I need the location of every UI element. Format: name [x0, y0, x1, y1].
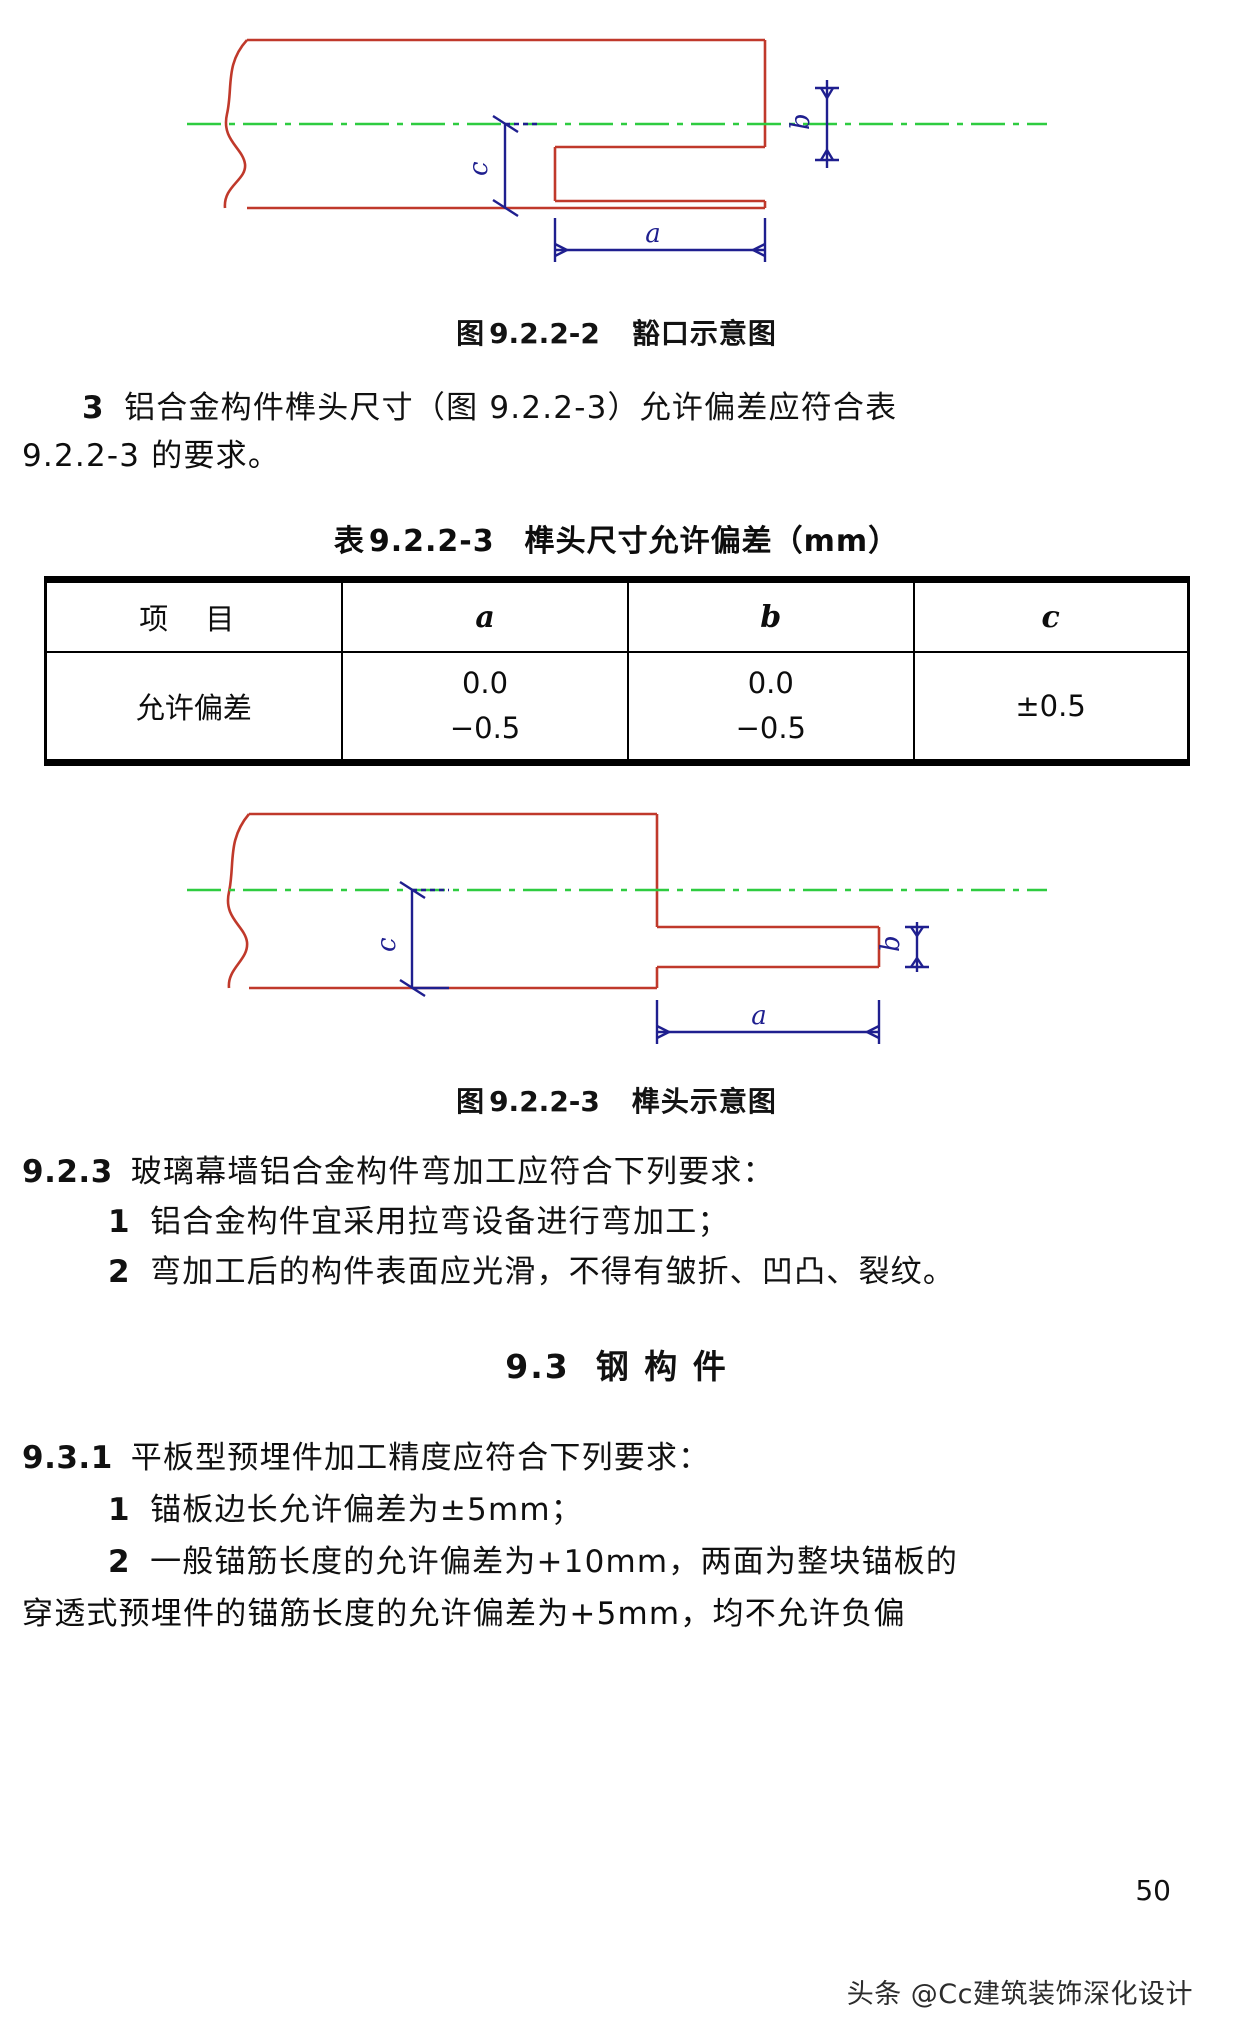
figure-caption-number: 9.2.2-2 [489, 317, 600, 350]
clause-9-2-3-item-1-number: 1 [108, 1204, 131, 1241]
clause-9-3-1-item-1-number: 1 [108, 1492, 131, 1529]
table-header-row: 项 目 a b c [43, 578, 1190, 654]
clause-9-2-3-item-1: 1 铝合金构件宜采用拉弯设备进行弯加工； [0, 1200, 1233, 1244]
dimension-b [904, 922, 929, 973]
figure-caption-prefix: 图 [456, 317, 486, 350]
table-header-item: 项 目 [43, 578, 344, 654]
row-value-b: 0.0 −0.5 [626, 651, 915, 764]
part-outline [226, 812, 880, 990]
clause-9-2-3-line: 9.2.3 玻璃幕墙铝合金构件弯加工应符合下列要求： [0, 1150, 1233, 1194]
row-value-b-lower: −0.5 [735, 711, 806, 746]
paragraph-3-block: 3 铝合金构件榫头尺寸（图 9.2.2-3）允许偏差应符合表 9.2.2-3 的… [0, 386, 1233, 478]
clause-9-3-1-item-2: 2 一般锚筋长度的允许偏差为+10mm，两面为整块锚板的 [0, 1540, 1233, 1584]
clause-9-2-3-text: 玻璃幕墙铝合金构件弯加工应符合下列要求： [130, 1154, 775, 1191]
clause-9-2-3-item-2-text: 弯加工后的构件表面应光滑，不得有皱折、凹凸、裂纹。 [150, 1254, 956, 1291]
section-9-3-title: 钢 构 件 [595, 1347, 728, 1387]
row-value-a-lower: −0.5 [449, 711, 521, 746]
watermark-credit: 头条 @Cc建筑装饰深化设计 [846, 1979, 1193, 2010]
table-header-b: b [626, 578, 915, 654]
table-row: 允许偏差 0.0 −0.5 0.0 −0.5 ±0.5 [43, 651, 1190, 764]
figure-caption-text: 豁口示意图 [631, 317, 777, 350]
clause-9-2-3-item-1-text: 铝合金构件宜采用拉弯设备进行弯加工； [150, 1204, 730, 1241]
table-title-number: 9.2.2-3 [368, 524, 495, 560]
clause-9-2-3-item-2: 2 弯加工后的构件表面应光滑，不得有皱折、凹凸、裂纹。 [0, 1250, 1233, 1294]
clause-9-3-1-line: 9.3.1 平板型预埋件加工精度应符合下列要求： [0, 1436, 1233, 1480]
allowable-deviation-table: 项 目 a b c 允许偏差 0.0 −0.5 0.0 −0.5 [43, 576, 1190, 767]
row-value-a-upper: 0.0 [461, 666, 509, 701]
dimension-a-label: a [645, 219, 661, 249]
paragraph-3-text: 铝合金构件榫头尺寸（图 9.2.2-3）允许偏差应符合表 [124, 390, 898, 426]
row-value-a: 0.0 −0.5 [341, 651, 629, 764]
section-9-3-heading: 9.3 钢 构 件 [0, 1340, 1233, 1388]
dimension-b-label: b [876, 935, 906, 952]
clause-9-3-1-continuation: 穿透式预埋件的锚筋长度的允许偏差为+5mm，均不允许负偏 [22, 1596, 906, 1633]
paragraph-3-line-1: 3 铝合金构件榫头尺寸（图 9.2.2-3）允许偏差应符合表 [0, 386, 1233, 430]
dimension-b-label: b [786, 113, 816, 130]
table-header-c: c [912, 578, 1190, 654]
dimension-a [655, 1000, 880, 1045]
clause-9-2-3-item-2-number: 2 [108, 1254, 131, 1291]
dimension-a [553, 218, 766, 262]
table-body: 允许偏差 0.0 −0.5 0.0 −0.5 ±0.5 [43, 651, 1190, 764]
section-9-3-number: 9.3 [505, 1347, 570, 1387]
paragraph-3-number: 3 [82, 390, 105, 426]
clause-9-2-3-block: 9.2.3 玻璃幕墙铝合金构件弯加工应符合下列要求： 1 铝合金构件宜采用拉弯设… [0, 1150, 1233, 1294]
paragraph-3-line-2: 9.2.2-3 的要求。 [22, 438, 281, 475]
clause-9-3-1-item-2-text: 一般锚筋长度的允许偏差为+10mm，两面为整块锚板的 [150, 1544, 959, 1581]
clause-9-3-1-number: 9.3.1 [22, 1440, 113, 1477]
table-title-prefix: 表 [333, 524, 365, 560]
figure-caption-prefix: 图 [456, 1085, 486, 1119]
dimension-c-label: c [372, 937, 402, 952]
clause-9-3-1-block: 9.3.1 平板型预埋件加工精度应符合下列要求： 1 锚板边长允许偏差为±5mm… [0, 1436, 1233, 1636]
figure-9-2-2-2-drawing: c b a [186, 38, 1047, 262]
dimension-c [398, 881, 449, 998]
clause-9-3-1-item-2-number: 2 [108, 1544, 131, 1581]
dimension-a-label: a [751, 1001, 767, 1031]
clause-9-3-1-text: 平板型预埋件加工精度应符合下列要求： [130, 1440, 711, 1477]
dimension-c-label: c [464, 161, 494, 176]
dimension-c [491, 114, 539, 218]
figure-caption-text: 榫头示意图 [631, 1085, 777, 1119]
table-title-text: 榫头尺寸允许偏差（mm） [524, 524, 900, 560]
dimension-b [814, 80, 839, 168]
clause-9-3-1-item-1-text: 锚板边长允许偏差为±5mm； [150, 1492, 583, 1529]
row-label: 允许偏差 [43, 651, 344, 764]
table-header-a: a [341, 578, 629, 654]
figure-9-2-2-3-drawing: c b a [186, 812, 1047, 1045]
page-number: 50 [1135, 1874, 1171, 1907]
table-head: 项 目 a b c [43, 578, 1190, 654]
row-value-b-upper: 0.0 [747, 666, 794, 701]
figure-caption-number: 9.2.2-3 [489, 1085, 600, 1119]
clause-9-2-3-number: 9.2.3 [22, 1154, 113, 1191]
clause-9-3-1-item-1: 1 锚板边长允许偏差为±5mm； [0, 1488, 1233, 1532]
row-value-c: ±0.5 [912, 651, 1190, 764]
